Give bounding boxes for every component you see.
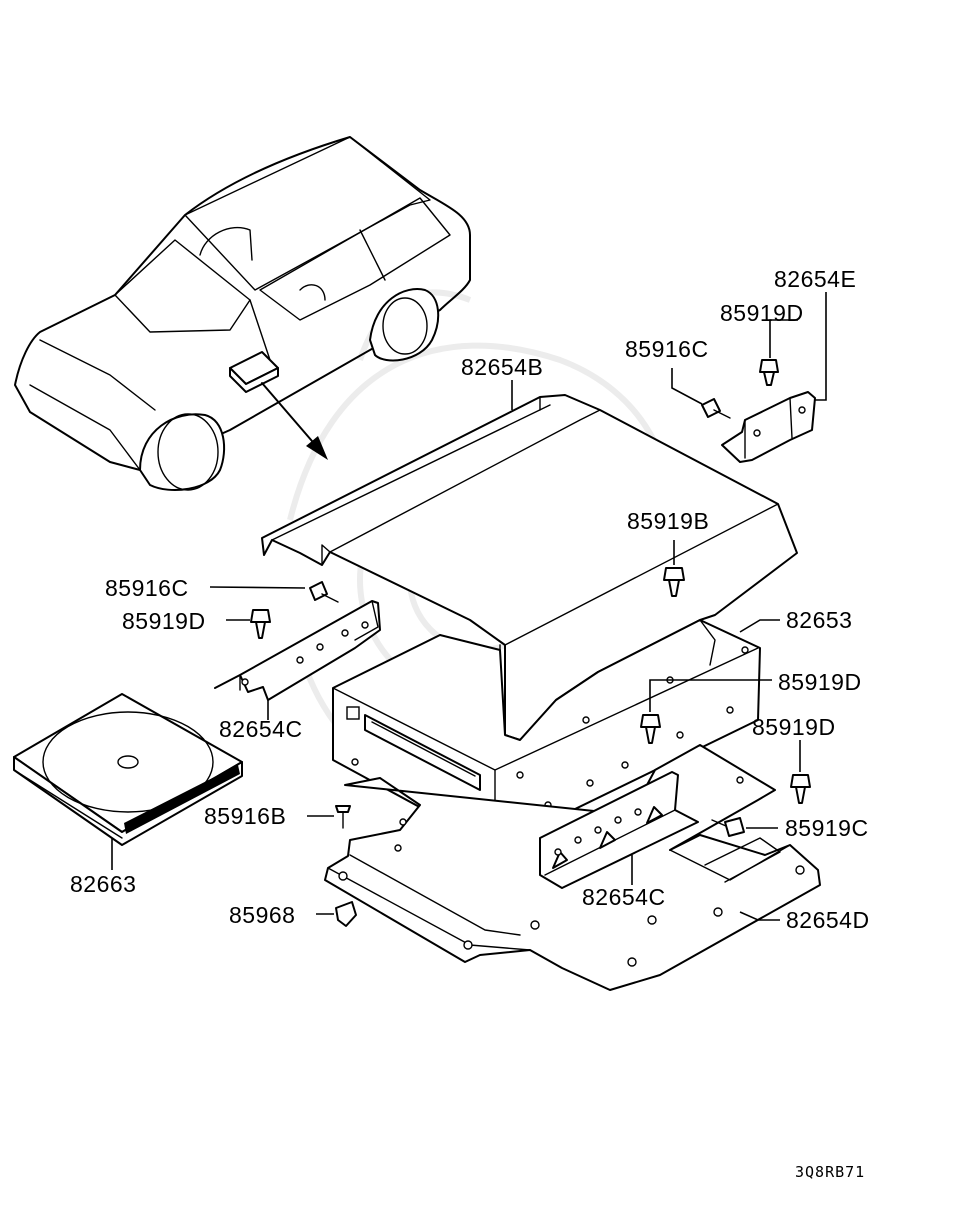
label-82663: 82663	[70, 871, 137, 897]
label-82654E: 82654E	[774, 266, 857, 292]
label-85919D-right1: 85919D	[778, 669, 862, 695]
figure-code: 3Q8RB71	[795, 1163, 866, 1181]
label-85919D-top: 85919D	[720, 300, 804, 326]
label-85916C-left: 85916C	[105, 575, 189, 601]
fastener-85919B	[663, 540, 685, 597]
cd-case-82663	[13, 693, 243, 870]
bracket-82654C-bottom	[539, 771, 699, 889]
label-85916C-top: 85916C	[625, 336, 709, 362]
label-82654B: 82654B	[461, 354, 544, 380]
leader-85919D-top	[769, 319, 798, 358]
leader-82654D	[739, 911, 780, 921]
label-82654D: 82654D	[786, 907, 870, 933]
fastener-85919D-mid	[640, 679, 772, 744]
vehicle-outline	[14, 136, 471, 491]
fastener-85919D-right	[790, 740, 811, 804]
label-85916B: 85916B	[204, 803, 287, 829]
fastener-85919C	[711, 817, 778, 837]
label-85919D-left: 85919D	[122, 608, 206, 634]
fastener-85968	[316, 901, 357, 927]
label-82654C-left: 82654C	[219, 716, 303, 742]
label-85968: 85968	[229, 902, 296, 928]
label-85919D-right2: 85919D	[752, 714, 836, 740]
fastener-85919D-top	[759, 359, 779, 386]
leader-82653	[739, 619, 780, 633]
label-85919B: 85919B	[627, 508, 710, 534]
bracket-82654E	[721, 292, 827, 463]
fastener-85919D-left	[226, 609, 271, 639]
label-82653: 82653	[786, 607, 853, 633]
bracket-82654C-left	[214, 600, 381, 720]
label-82654C-bottom: 82654C	[582, 884, 666, 910]
fastener-85916C-left	[209, 581, 339, 603]
fastener-85916B	[307, 805, 351, 829]
fastener-85916C-top	[671, 368, 731, 419]
label-85919C: 85919C	[785, 815, 869, 841]
